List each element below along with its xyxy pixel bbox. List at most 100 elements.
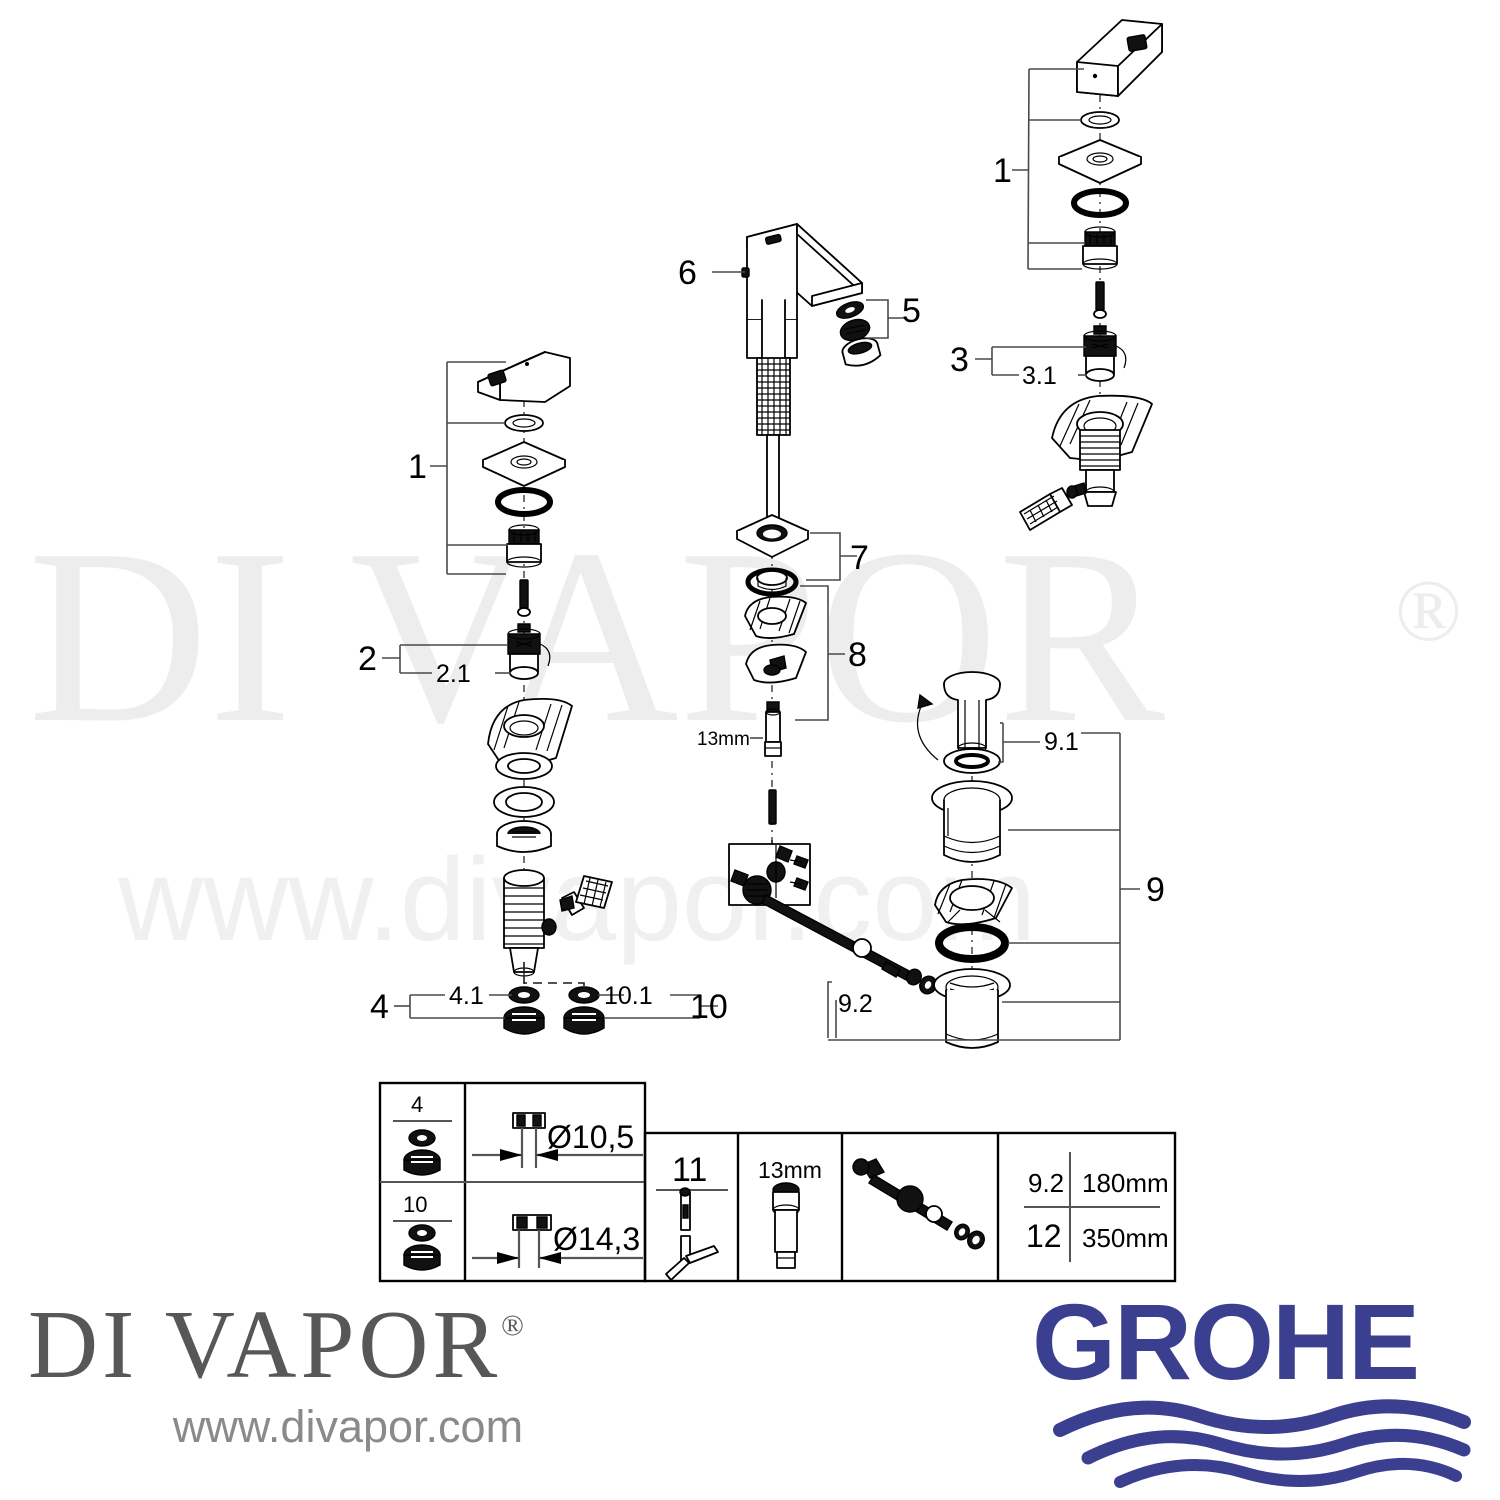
legend-diameter-10: Ø14,3 — [553, 1221, 640, 1257]
part-washer-right-1 — [1080, 111, 1120, 129]
part-flange-nut-left — [496, 820, 552, 853]
grohe-wordmark: GROHE — [1032, 1281, 1420, 1402]
watermark-registered: ® — [1395, 563, 1462, 660]
legend-item-10: 10 — [403, 1192, 427, 1217]
part-valve-cartridge-left — [507, 623, 551, 678]
legend-dim-4 — [472, 1112, 643, 1168]
callout-9: 9 — [1146, 871, 1165, 909]
legend-length-value-2: 350mm — [1082, 1223, 1169, 1253]
leader-right-1 — [1012, 68, 1085, 270]
callout-10-1: 10.1 — [604, 982, 653, 1010]
leader-left-1 — [430, 361, 508, 575]
part-washer-nut-4 — [503, 986, 545, 1035]
leader-right-3 — [975, 346, 1087, 376]
watermark-brand: DI VAPOR — [28, 498, 1165, 775]
legend-icon-nut-4 — [403, 1149, 441, 1176]
leader-9-1 — [998, 722, 1040, 763]
part-cartridge-nut-right — [1082, 226, 1118, 270]
callout-9-1: 9.1 — [1044, 728, 1079, 756]
part-hose-nipple-left — [559, 875, 613, 916]
part-screw-right — [1093, 281, 1107, 319]
leader-7 — [806, 532, 857, 581]
legend-item-11: 11 — [672, 1151, 707, 1189]
part-waste-oring — [935, 923, 1009, 963]
part-washer-left-1 — [504, 414, 544, 432]
callout-4: 4 — [370, 988, 389, 1026]
legend-icon-tool-11 — [665, 1187, 719, 1281]
fixings-dashed-link — [523, 962, 585, 995]
leader-8 — [795, 585, 845, 721]
callout-right-1: 1 — [993, 152, 1012, 190]
part-long-rod — [761, 894, 937, 995]
part-hose-nipple-right — [1019, 487, 1073, 531]
right-handle-assembly: 1 3 3.1 — [950, 19, 1163, 531]
part-gasket-7b — [745, 567, 799, 597]
part-threaded-shank-left — [503, 869, 557, 977]
legend-icon-washer-10 — [408, 1224, 436, 1242]
callout-5: 5 — [902, 292, 921, 330]
part-escutcheon-right — [1058, 139, 1142, 184]
part-washer-nut-10 — [563, 986, 605, 1035]
callout-6: 6 — [678, 254, 697, 292]
legend-table: 4 Ø10,5 10 — [378, 1081, 1177, 1283]
part-body-right — [1051, 394, 1153, 507]
legend-icon-washer-4 — [408, 1129, 436, 1147]
callout-13mm: 13mm — [697, 729, 750, 750]
part-escutcheon-left — [482, 441, 566, 487]
divapor-wordmark: DI VAPOR® — [28, 1296, 788, 1393]
part-aerator-group-5 — [835, 299, 905, 367]
callout-8: 8 — [848, 636, 867, 674]
part-cartridge-nut-left — [506, 524, 542, 568]
callout-left-1: 1 — [408, 448, 427, 486]
watermark-layer: DI VAPOR ® www.divapor.com — [28, 498, 1462, 966]
waste-assembly: 9.1 9 — [828, 671, 1165, 1049]
leader-9 — [828, 732, 1140, 1041]
part-faucet-body — [741, 223, 863, 521]
legend-icon-linkage-rod — [852, 1158, 985, 1250]
legend-icon-nut-10 — [403, 1244, 441, 1271]
leader-9-2 — [827, 981, 837, 1038]
callout-left-2-1: 2.1 — [436, 660, 471, 688]
left-handle-assembly: 1 2 2.1 — [358, 351, 613, 1000]
grohe-waves-icon — [1053, 1399, 1471, 1488]
legend-icon-socket-13mm — [772, 1182, 800, 1269]
part-lever-handle-right — [1076, 19, 1163, 97]
part-oring-right — [1071, 188, 1129, 218]
callout-right-3: 3 — [950, 341, 969, 379]
legend-dim-10 — [472, 1214, 643, 1268]
callout-left-2: 2 — [358, 640, 377, 678]
part-screw-left — [517, 579, 531, 617]
part-body-left — [487, 697, 573, 766]
callout-10: 10 — [690, 988, 728, 1026]
legend-length-item-1: 9.2 — [1028, 1168, 1064, 1198]
callout-7: 7 — [850, 539, 869, 577]
legend-socket-size: 13mm — [758, 1157, 822, 1183]
legend-diameter-4: Ø10,5 — [547, 1119, 634, 1155]
legend-item-4: 4 — [411, 1092, 423, 1117]
part-waste-body-upper — [931, 780, 1013, 863]
divapor-url: www.divapor.com — [172, 1401, 524, 1452]
leader-5 — [866, 299, 905, 339]
callout-9-2: 9.2 — [838, 990, 873, 1018]
part-linkage-clip — [728, 843, 811, 906]
center-body-assembly: 5 6 — [678, 223, 921, 860]
grohe-logo: GROHE — [1032, 1288, 1500, 1493]
leader-fixings — [394, 994, 718, 1019]
part-lever-handle-left — [477, 351, 571, 403]
legend-length-value-1: 180mm — [1082, 1168, 1169, 1198]
part-base-plate-7 — [736, 514, 809, 558]
part-waste-body-lower — [933, 968, 1011, 1049]
part-waste-washer — [943, 748, 1001, 774]
part-oring-3-1 — [1085, 368, 1115, 382]
part-pull-rod-center — [768, 789, 777, 825]
part-washer-stack-left — [493, 752, 555, 818]
part-oring-left — [495, 487, 553, 517]
divapor-registered-mark: ® — [501, 1309, 524, 1342]
legend-length-item-2: 12 — [1026, 1218, 1062, 1254]
callout-right-3-1: 3.1 — [1022, 362, 1057, 390]
divapor-logo: DI VAPOR® www.divapor.com — [28, 1296, 788, 1486]
divapor-name-text: DI VAPOR — [28, 1291, 502, 1398]
leader-left-2 — [382, 644, 511, 674]
part-bracket-8 — [744, 595, 807, 684]
